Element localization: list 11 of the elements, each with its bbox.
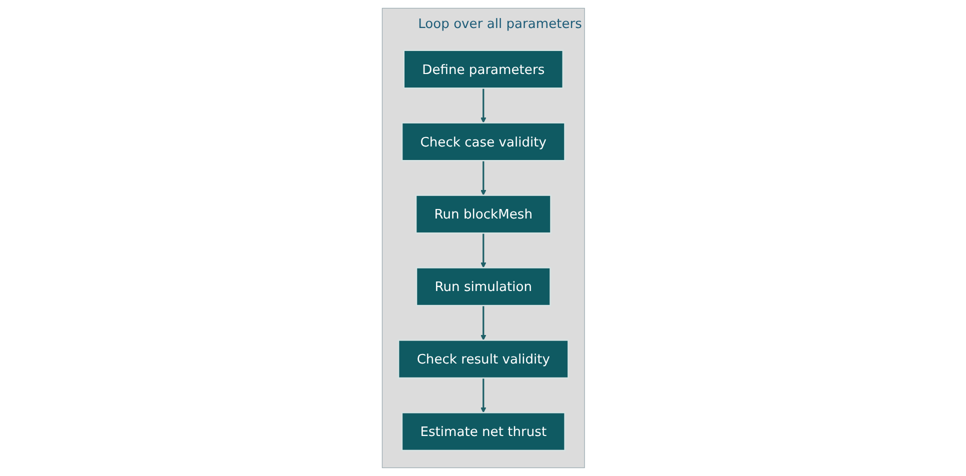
arrow [480, 378, 486, 413]
node-box: Run blockMesh [414, 194, 552, 234]
node-box: Define parameters [402, 50, 564, 89]
node-box: Run simulation [415, 267, 551, 306]
node-box: Estimate net thrust [400, 412, 566, 452]
arrow [480, 160, 486, 196]
node-box: Check case validity [400, 122, 566, 162]
arrow [480, 233, 486, 268]
arrow [480, 88, 486, 124]
node-box: Check result validity [398, 340, 568, 379]
arrow [480, 306, 486, 340]
